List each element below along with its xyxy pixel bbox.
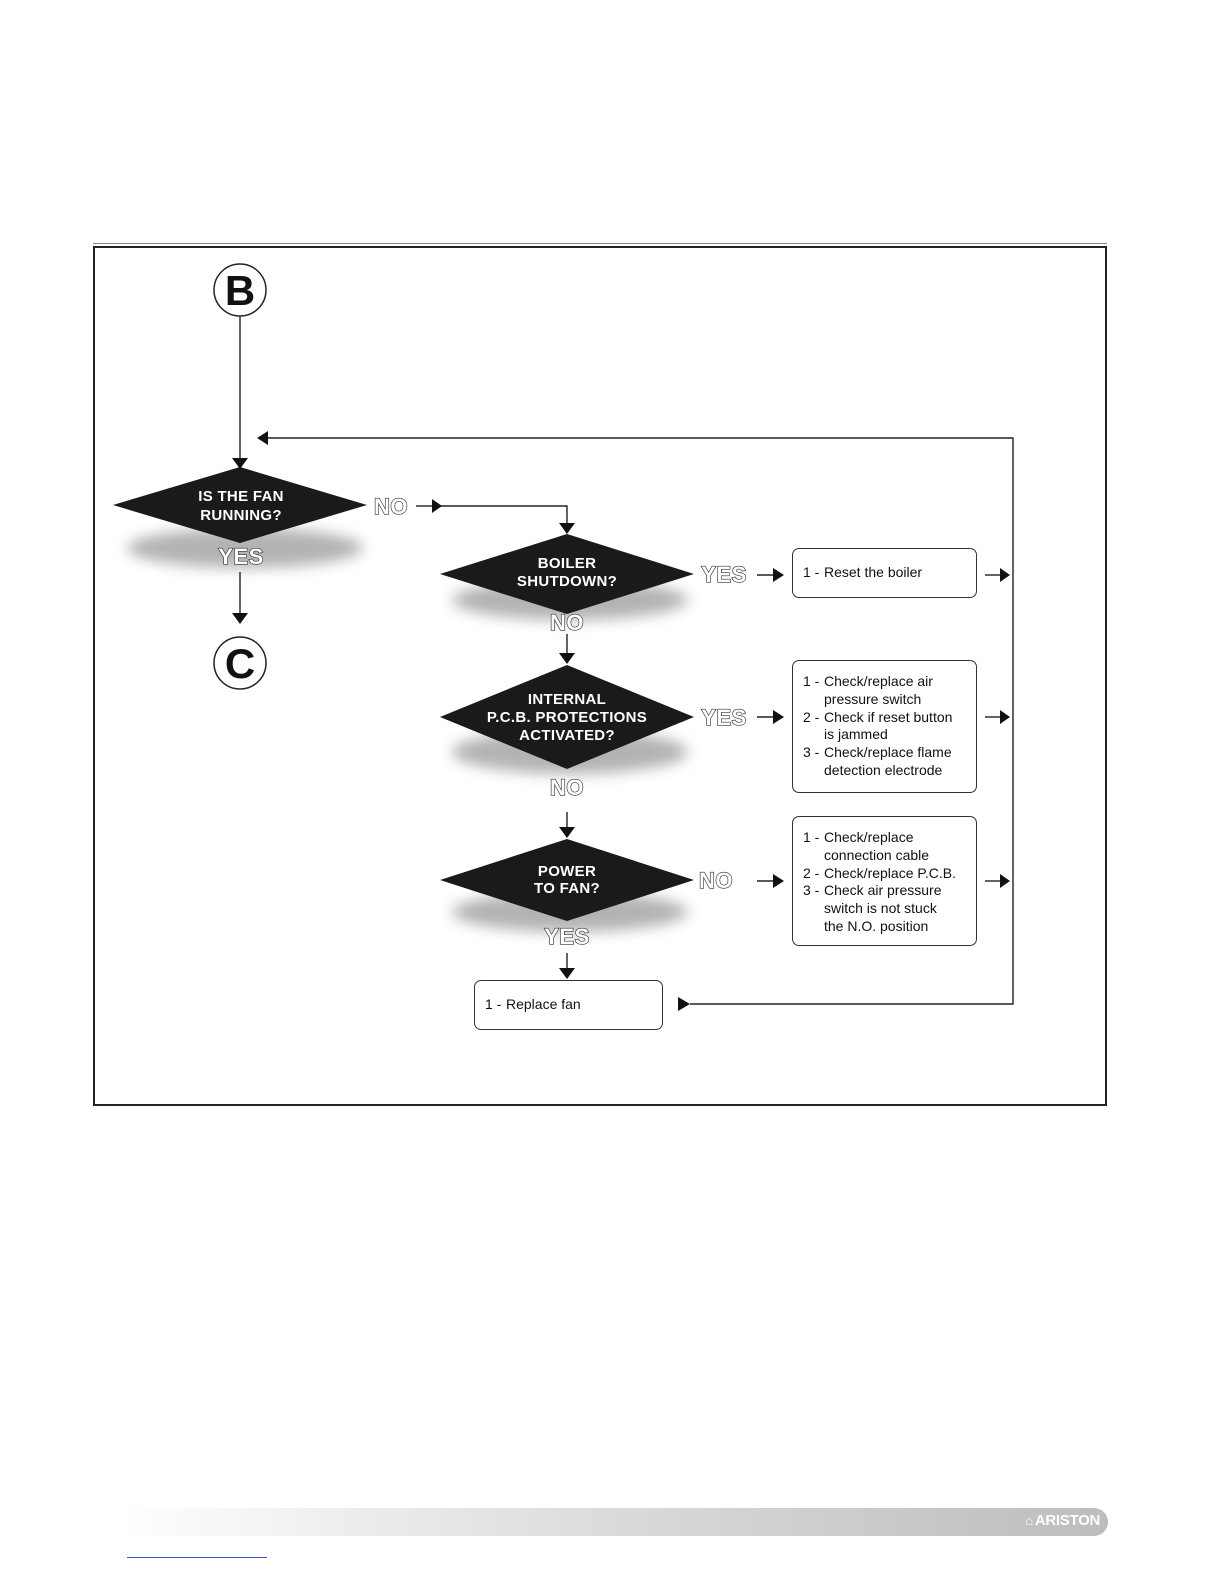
decision-fan-running-line-1: IS THE FAN xyxy=(198,488,284,505)
action-step-line: 1 -Reset the boiler xyxy=(803,564,968,582)
action-step-number: 1 - xyxy=(803,564,820,580)
arrow-down xyxy=(232,458,248,469)
decision-power-to-fan: POWER TO FAN? xyxy=(440,839,694,921)
action-step-text: connection cable xyxy=(824,846,930,863)
label-power-to-fan-yes: YES xyxy=(544,924,590,949)
action-step-line: connection cable xyxy=(803,847,968,865)
label-pcb-protections-yes: YES xyxy=(701,705,747,730)
decision-pcb-protections-line-2: P.C.B. PROTECTIONS xyxy=(487,709,647,726)
action-step-line: 1 -Check/replace xyxy=(803,829,968,847)
arrow-down xyxy=(559,523,575,534)
action-step-number: 2 - xyxy=(803,864,820,881)
action-step-text: switch is not stuck xyxy=(824,900,937,917)
connector-b-label: B xyxy=(225,267,255,314)
action-step-line: 3 -Check air pressure xyxy=(803,882,968,900)
arrow-right xyxy=(1000,568,1010,582)
decision-pcb-protections-line-1: INTERNAL xyxy=(528,691,606,708)
arrow-right xyxy=(678,997,690,1011)
arrow-right xyxy=(773,568,784,582)
decision-pcb-protections: INTERNAL P.C.B. PROTECTIONS ACTIVATED? xyxy=(440,665,694,769)
arrow-left xyxy=(257,431,268,445)
action-step-number: 1 - xyxy=(485,996,502,1012)
decision-boiler-shutdown-line-1: BOILER xyxy=(538,555,596,572)
action-step-text: the N.O. position xyxy=(824,917,929,934)
decision-power-to-fan-line-2: TO FAN? xyxy=(534,880,600,897)
decision-pcb-protections-line-3: ACTIVATED? xyxy=(519,727,615,744)
action-step-text: is jammed xyxy=(824,726,888,743)
decision-boiler-shutdown: BOILER SHUTDOWN? xyxy=(440,534,694,614)
action-step-line: is jammed xyxy=(803,726,968,744)
action-step-text: Check air pressure xyxy=(824,882,942,899)
action-step-number: 1 - xyxy=(803,673,820,689)
arrow-down xyxy=(559,827,575,838)
action-step-text: pressure switch xyxy=(824,690,922,707)
action-step-line: detection electrode xyxy=(803,762,968,780)
arrow-down xyxy=(559,653,575,664)
action-step-text: Check/replace P.C.B. xyxy=(824,864,957,881)
action-box-reset: 1 -Reset the boiler xyxy=(792,548,977,598)
arrow-down xyxy=(559,968,575,979)
action-box-replace-fan: 1 -Replace fan xyxy=(474,980,663,1030)
arrowheads xyxy=(232,431,1010,1011)
connector-lines xyxy=(239,316,1014,1005)
brand-logo: ⌂ARISTON xyxy=(1025,1512,1100,1529)
house-icon: ⌂ xyxy=(1025,1513,1033,1528)
flowchart-frame xyxy=(93,246,1107,1106)
action-step-number: 1 - xyxy=(803,829,820,845)
connector-b: B xyxy=(213,263,267,317)
action-step-line: switch is not stuck xyxy=(803,900,968,918)
arrow-down xyxy=(232,613,248,624)
decision-fan-running-line-2: RUNNING? xyxy=(200,507,282,524)
action-step-line: the N.O. position xyxy=(803,918,968,936)
label-power-to-fan-no: NO xyxy=(699,868,733,893)
action-step-line: 2 -Check/replace P.C.B. xyxy=(803,865,968,883)
arrow-right xyxy=(773,710,784,724)
label-fan-running-yes: YES xyxy=(218,544,264,569)
decision-fan-running: IS THE FAN RUNNING? xyxy=(113,467,367,543)
action-step-line: 1 -Check/replace air xyxy=(803,673,968,691)
action-step-number: 3 - xyxy=(803,744,820,761)
connector-c-label: C xyxy=(225,640,255,687)
action-step-text: Check if reset button xyxy=(824,708,953,725)
action-step-line: 2 -Check if reset button xyxy=(803,709,968,727)
frame-top-rule xyxy=(93,243,1107,244)
label-boiler-shutdown-no: NO xyxy=(550,610,584,635)
connector-c: C xyxy=(213,636,267,690)
action-step-text: Check/replace air xyxy=(824,673,933,689)
action-step-number: 2 - xyxy=(803,708,820,725)
label-pcb-protections-no: NO xyxy=(550,775,584,800)
action-step-text: Replace fan xyxy=(506,996,581,1012)
action-step-text: Reset the boiler xyxy=(824,564,923,580)
decision-power-to-fan-line-1: POWER xyxy=(538,863,596,880)
action-step-line: 1 -Replace fan xyxy=(485,996,654,1014)
label-fan-running-no: NO xyxy=(374,494,408,519)
decision-boiler-shutdown-line-2: SHUTDOWN? xyxy=(517,573,617,590)
arrow-right xyxy=(432,499,442,513)
arrow-right xyxy=(773,874,784,888)
action-step-text: Check/replace xyxy=(824,829,914,845)
action-step-text: detection electrode xyxy=(824,761,943,778)
brand-name: ARISTON xyxy=(1034,1512,1100,1529)
action-step-line: pressure switch xyxy=(803,691,968,709)
action-step-number: 3 - xyxy=(803,882,820,899)
arrow-right xyxy=(1000,710,1010,724)
footer-bar: ⌂ARISTON xyxy=(120,1508,1108,1536)
action-step-text: Check/replace flame xyxy=(824,744,952,761)
action-step-line: 3 -Check/replace flame xyxy=(803,744,968,762)
label-boiler-shutdown-yes: YES xyxy=(701,562,747,587)
arrow-right xyxy=(1000,874,1010,888)
footer-underline xyxy=(127,1557,267,1558)
